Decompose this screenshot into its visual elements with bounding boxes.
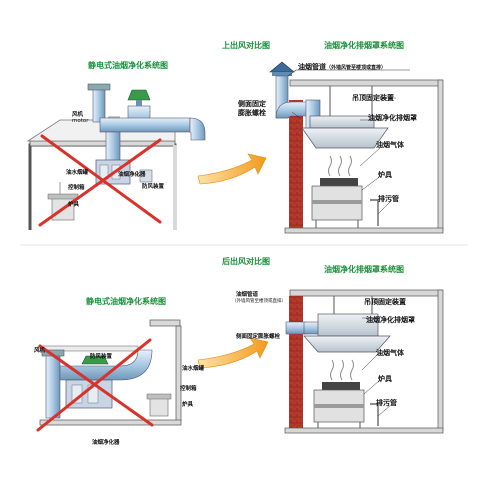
top-left-oil-tank-label: 油水烟罐: [66, 170, 89, 176]
top-compare-title: 上出风对比图: [222, 41, 270, 50]
top-left-title: 静电式油烟净化系统图: [88, 61, 168, 70]
bottom-right-duct-note: （外墙风管至楼顶或直排）: [232, 299, 286, 304]
bottom-left-purifier-label: 油烟净化器: [92, 440, 120, 446]
top-right-hood-label: 油烟净化排烟罩: [368, 114, 417, 122]
bottom-right-hood-label: 油烟净化排烟罩: [366, 316, 415, 324]
bottom-left-fire-device-label: 防风装置: [90, 354, 113, 360]
top-left-motor-label: motor: [72, 118, 89, 124]
top-left-diagram: [26, 83, 206, 230]
bottom-right-stove-label: 炉具: [378, 375, 392, 383]
bottom-right-drain-label: 排污管: [376, 399, 397, 407]
top-right-stove-label: 炉具: [378, 171, 392, 179]
top-left-control-box-label: 控制箱: [68, 185, 85, 191]
bottom-right-title: 油烟净化排烟罩系统图: [324, 265, 404, 274]
bottom-compare-title: 后出风对比图: [222, 257, 270, 266]
top-left-purifier-label: 油烟净化器: [118, 172, 146, 178]
top-left-fire-device-label: 防风装置: [142, 184, 165, 190]
top-right-ceiling-mount-label: 吊顶固定装置: [352, 94, 394, 102]
top-right-duct-label: 油烟管道（外墙风管至楼顶或直排）: [298, 63, 387, 71]
top-right-drain-label: 排污管: [378, 195, 399, 203]
bottom-right-diagram: [284, 289, 444, 434]
bottom-left-fan-label: 风机: [34, 348, 46, 354]
bottom-left-stove-label: 炉具: [182, 402, 194, 408]
bottom-left-control-box-label: 控制箱: [180, 386, 197, 392]
top-right-diagram: [269, 61, 444, 234]
top-left-stove-label: 炉具: [68, 202, 80, 208]
top-right-wall-bolt-label: 侧面固定 膨胀螺栓: [238, 100, 266, 117]
top-right-title: 油烟净化排烟罩系统图: [324, 41, 404, 50]
bottom-arrow: [197, 337, 269, 369]
bottom-left-title: 静电式油烟净化系统图: [86, 297, 166, 306]
bottom-right-ceiling-mount-label: 吊顶固定装置: [364, 298, 406, 306]
top-left-fan-label: 风机: [72, 112, 84, 118]
bottom-right-gas-label: 油烟气体: [376, 349, 404, 357]
bottom-right-duct-label: 油烟管道: [236, 292, 259, 298]
bottom-left-diagram: [36, 319, 182, 432]
top-right-gas-label: 油烟气体: [376, 141, 404, 149]
bottom-right-wall-bolt-label: 侧面固定膨胀螺栓: [236, 334, 281, 340]
top-arrow: [197, 153, 267, 185]
bottom-left-oil-tank-label: 油水烟罐: [182, 366, 205, 372]
